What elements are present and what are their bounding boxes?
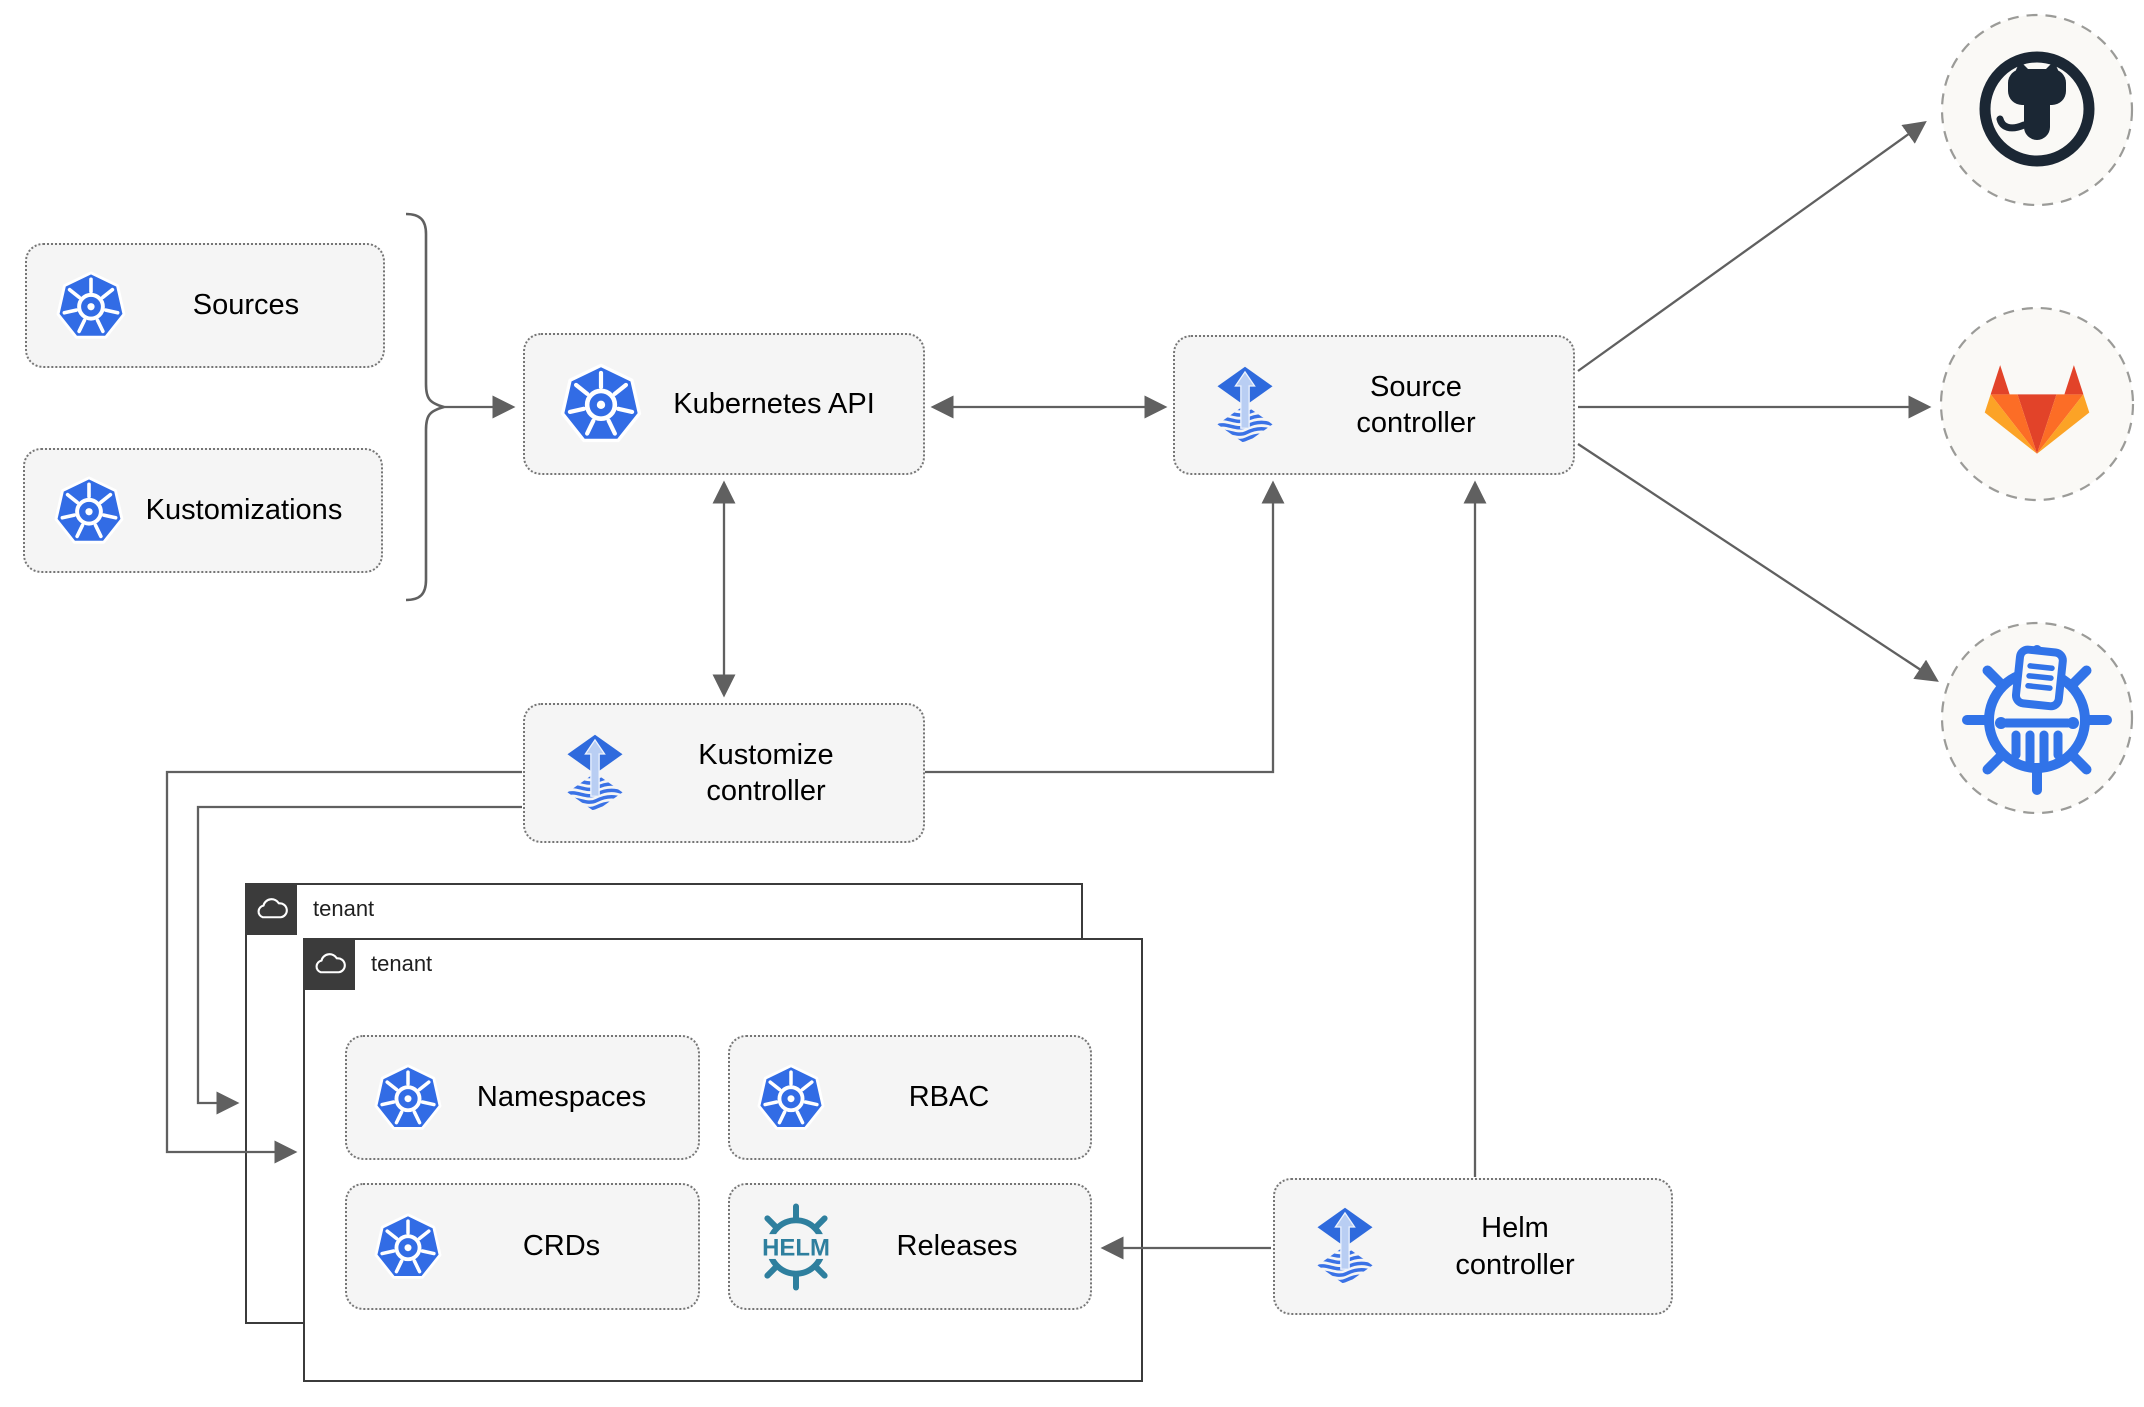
node-label: CRDs: [522, 1230, 601, 1263]
node-rbac: RBAC: [728, 1035, 1092, 1160]
kubernetes-icon: [55, 270, 127, 342]
node-kustomize-controller: Kustomize controller: [523, 703, 925, 843]
node-label: Releases: [896, 1230, 1018, 1263]
node-label: Sources: [192, 289, 300, 322]
connector-source-to-github: [1577, 120, 1927, 372]
kubernetes-icon: [53, 475, 125, 547]
node-kubernetes-api: Kubernetes API: [523, 333, 925, 475]
chartmuseum-icon: [1962, 645, 2112, 795]
node-label: Kustomize controller: [698, 738, 834, 807]
node-label: Kubernetes API: [673, 387, 875, 420]
node-gitlab: [1938, 305, 2136, 508]
node-helm-controller: Helm controller: [1273, 1178, 1673, 1315]
kubernetes-icon: [373, 1063, 443, 1133]
flux-icon: [1213, 366, 1277, 445]
tenant-badge: [302, 937, 355, 990]
tenant-box-front: tenant: [302, 937, 1143, 1382]
node-label: Helm controller: [1455, 1212, 1575, 1281]
github-icon: [1979, 51, 2095, 167]
kubernetes-icon: [373, 1212, 443, 1282]
node-label: RBAC: [908, 1081, 990, 1114]
tenant-badge: [244, 882, 297, 935]
node-releases: HELM Releases: [728, 1183, 1092, 1310]
flux-icon: [1313, 1207, 1377, 1286]
node-github: [1940, 13, 2134, 212]
helm-wordmark: HELM: [762, 1234, 830, 1261]
node-crds: CRDs: [345, 1183, 700, 1310]
node-kustomizations: Kustomizations: [23, 448, 383, 573]
connector-source-to-helm-repository: [1577, 443, 1939, 682]
connector-kustomize-to-source-controller: [925, 480, 1285, 774]
tenant-label: tenant: [313, 895, 375, 921]
node-label: Source controller: [1356, 370, 1476, 439]
kubernetes-icon: [756, 1063, 826, 1133]
flux-icon: [563, 734, 627, 813]
node-source-controller: Source controller: [1173, 335, 1575, 475]
gitlab-icon: [1984, 365, 2090, 454]
kubernetes-icon: [559, 362, 643, 446]
node-sources: Sources: [25, 243, 385, 368]
bracket-sources-kustomizations: [405, 212, 450, 602]
node-helm-repository: [1940, 621, 2134, 820]
node-label: Namespaces: [476, 1081, 647, 1114]
node-namespaces: Namespaces: [345, 1035, 700, 1160]
cloud-icon: [257, 897, 288, 918]
node-label: Kustomizations: [145, 494, 343, 527]
cloud-icon: [315, 952, 346, 973]
tenant-label: tenant: [371, 950, 433, 976]
helm-icon: HELM: [750, 1201, 842, 1293]
